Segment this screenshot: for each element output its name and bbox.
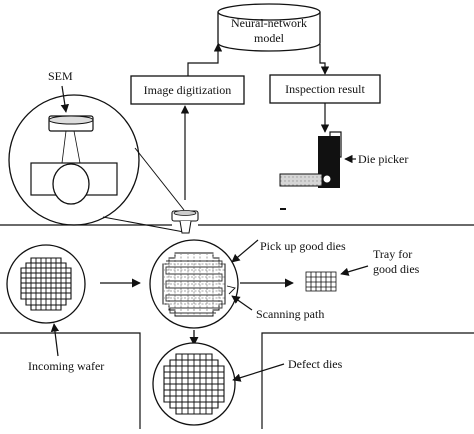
incoming-wafer — [6, 244, 86, 324]
incoming-wafer-pointer-arrow — [50, 323, 60, 357]
sem-magnified-view — [8, 94, 140, 226]
pick-up-pointer-arrow — [231, 239, 259, 263]
scanning-path-pointer-arrow — [231, 295, 253, 311]
defect-dies-wafer — [152, 342, 236, 426]
scanning-path-label: Scanning path — [256, 307, 324, 321]
image-digitization-label: Image digitization — [144, 83, 232, 97]
image-digitization-node: Image digitization — [130, 75, 245, 105]
scanning-wafer — [149, 239, 239, 329]
die-picker-label: Die picker — [358, 152, 408, 166]
tray-pointer-arrow — [340, 265, 369, 276]
inspection-chamber-outline — [0, 224, 474, 429]
tray-label-line2: good dies — [373, 262, 420, 276]
incoming-wafer-label: Incoming wafer — [28, 359, 104, 373]
defect-dies-label: Defect dies — [288, 357, 343, 371]
inspection-result-node: Inspection result — [269, 74, 381, 104]
arrow-digitization-to-model — [187, 43, 223, 76]
sem-probe — [171, 208, 286, 234]
pick-up-good-dies-label: Pick up good dies — [260, 239, 346, 253]
magnify-line-upper — [134, 147, 185, 211]
sem-label: SEM — [48, 69, 73, 83]
sem-pointer-arrow — [60, 85, 70, 113]
neural-network-model-node: Neural-network model — [217, 3, 321, 52]
neural-network-model-label-line1: Neural-network — [231, 16, 307, 30]
arrow-model-to-result — [319, 44, 330, 75]
tray-label-line1: Tray for — [373, 247, 412, 261]
defect-dies-pointer-arrow — [232, 363, 285, 382]
neural-network-model-label-line2: model — [254, 31, 285, 45]
inspection-result-label: Inspection result — [285, 82, 365, 96]
die-picker — [279, 131, 342, 188]
flow-arrows — [180, 43, 330, 200]
good-dies-tray — [305, 271, 337, 292]
